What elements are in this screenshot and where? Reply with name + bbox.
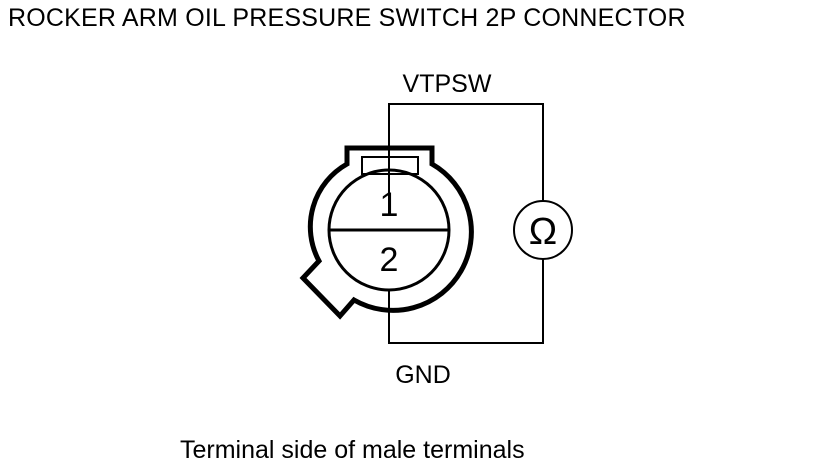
ohm-symbol: Ω — [529, 211, 557, 253]
connector-housing — [299, 145, 474, 320]
ohmmeter — [513, 200, 573, 260]
vtpsw-wire — [388, 103, 544, 201]
view-caption: Terminal side of male terminals — [180, 436, 525, 464]
gnd-wire — [388, 259, 544, 344]
gnd-label: GND — [395, 361, 451, 389]
vtpsw-label: VTPSW — [403, 70, 492, 98]
diagram-title: ROCKER ARM OIL PRESSURE SWITCH 2P CONNEC… — [8, 4, 686, 32]
terminal-2-label: 2 — [380, 241, 399, 279]
